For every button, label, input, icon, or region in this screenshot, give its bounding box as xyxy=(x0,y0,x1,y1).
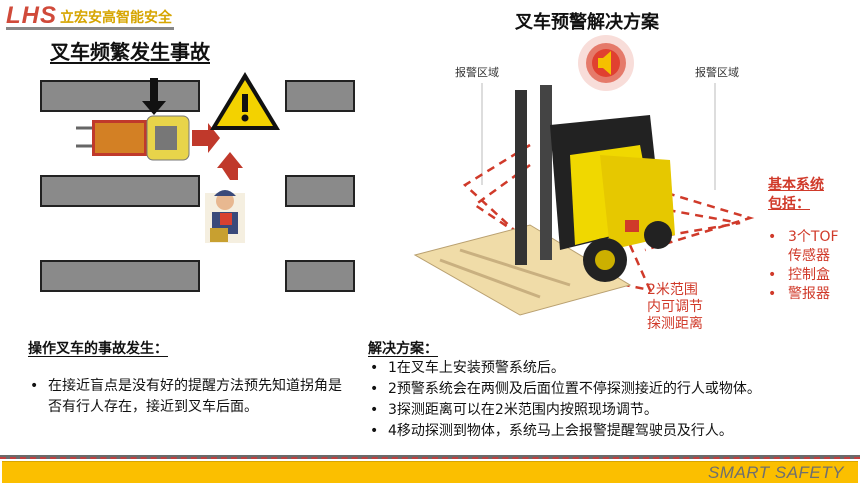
footer-divider xyxy=(0,455,860,459)
list-item: 在接近盲点是没有好的提醒方法预先知道拐角是否有行人存在，接近到叉车后面。 xyxy=(26,376,346,418)
range-note-line: 2米范围 xyxy=(647,282,698,298)
solution-bullets: 1在叉车上安装预警系统后。 2预警系统会在两侧及后面位置不停探测接近的行人或物体… xyxy=(366,358,860,442)
tof-sensor-icon xyxy=(625,220,639,232)
solution-heading: 解决方案： xyxy=(368,341,438,357)
shelf-block xyxy=(285,175,355,207)
system-panel: 基本系统 包括： •3个TOF传感器 •控制盒 •警报器 xyxy=(768,176,848,304)
system-item: 控制盒 xyxy=(788,267,830,283)
left-title: 叉车频繁发生事故 xyxy=(50,40,210,64)
logo-brand: LHS xyxy=(6,2,57,29)
list-item: 3探测距离可以在2米范围内按照现场调节。 xyxy=(366,400,860,421)
list-item: 1在叉车上安装预警系统后。 xyxy=(366,358,860,379)
logo-company-name: 立宏安高智能安全 xyxy=(60,10,172,26)
alarm-speaker-icon xyxy=(578,35,634,91)
range-note: 2米范围 内可调节 探测距离 xyxy=(647,282,703,333)
system-item: 3个TOF传感器 xyxy=(788,229,839,264)
system-heading: 基本系统 xyxy=(768,177,824,193)
left-heading: 操作叉车的事故发生： xyxy=(28,341,168,357)
right-arrow-icon xyxy=(192,123,220,153)
forklift-topview-icon xyxy=(76,115,190,161)
range-note-line: 内可调节 xyxy=(647,299,703,315)
footer-tagline: SMART SAFETY xyxy=(707,463,844,482)
left-bullets: 在接近盲点是没有好的提醒方法预先知道拐角是否有行人存在，接近到叉车后面。 xyxy=(26,376,346,418)
system-item: 警报器 xyxy=(788,286,830,302)
right-title: 叉车预警解决方案 xyxy=(515,12,659,33)
zone-label-right: 报警区域 xyxy=(695,66,739,79)
accident-diagram xyxy=(76,72,280,243)
logo-underline xyxy=(6,27,174,30)
pallet xyxy=(413,224,632,316)
list-item: 4移动探测到物体，系统马上会报警提醒驾驶员及行人。 xyxy=(366,421,860,442)
range-note-line: 探测距离 xyxy=(647,316,703,332)
shelf-block xyxy=(40,260,200,292)
down-arrow-icon xyxy=(142,78,166,115)
footer-bar: SMART SAFETY xyxy=(2,461,858,483)
warning-sign-icon xyxy=(210,72,280,130)
company-logo: LHS 立宏安高智能安全 xyxy=(6,2,172,29)
shelf-block xyxy=(285,80,355,112)
pedestrian-worker-icon xyxy=(205,190,245,243)
shelf-block xyxy=(40,175,200,207)
zone-label-left: 报警区域 xyxy=(455,66,499,79)
up-arrow-icon xyxy=(217,152,243,180)
list-item: 2预警系统会在两侧及后面位置不停探测接近的行人或物体。 xyxy=(366,379,860,400)
forklift-illustration xyxy=(413,35,755,316)
shelf-block xyxy=(285,260,355,292)
shelf-block xyxy=(40,80,200,112)
system-heading: 包括： xyxy=(768,196,810,212)
forklift xyxy=(515,85,675,282)
